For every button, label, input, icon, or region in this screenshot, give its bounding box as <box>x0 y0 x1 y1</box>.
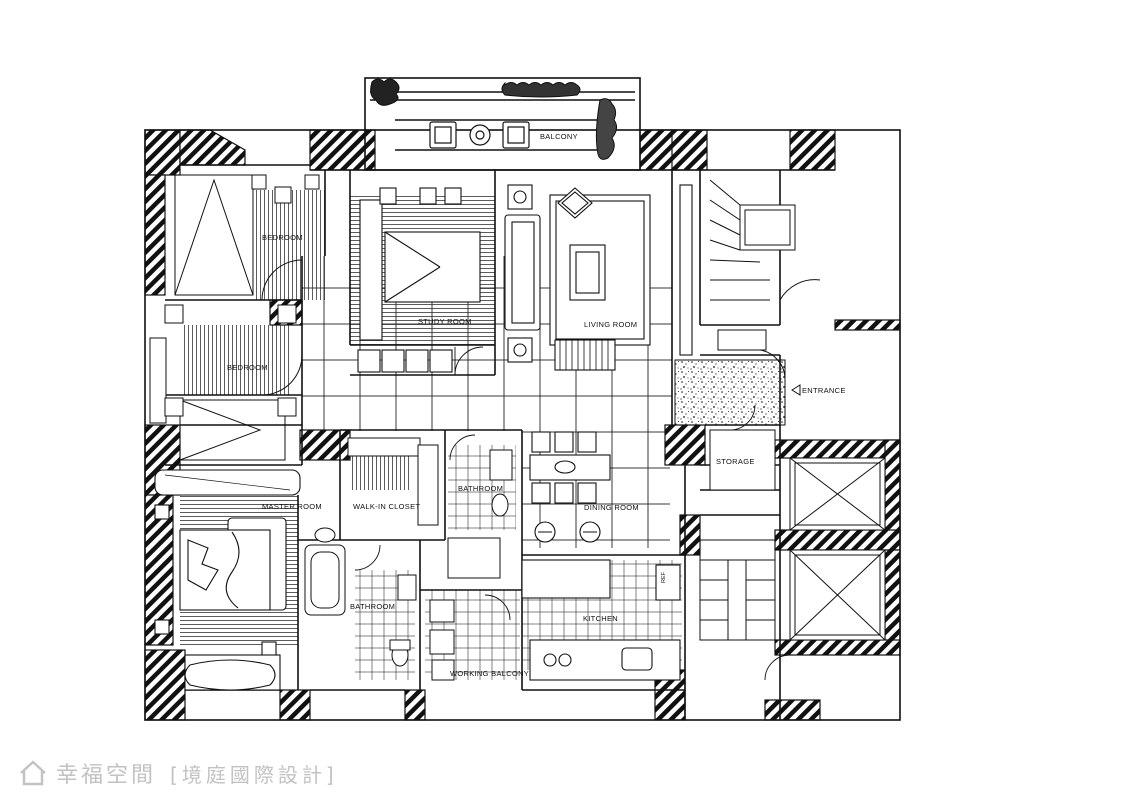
watermark-designer: [境庭國際設計] <box>170 762 338 787</box>
dining-furniture <box>529 431 611 543</box>
balcony-plants <box>370 78 618 160</box>
living-rug-lines <box>559 340 609 370</box>
label-entrance: ENTRANCE <box>802 386 846 395</box>
kitchen-furniture <box>521 559 681 681</box>
watermark: 幸福空間 [境庭國際設計] <box>18 756 338 790</box>
label-study-room: STUDY ROOM <box>418 317 472 326</box>
bedroom-1-furniture <box>174 174 320 296</box>
label-living-room: LIVING ROOM <box>584 320 637 329</box>
label-bedroom-2: BEDROOM <box>227 363 268 372</box>
study-room-furniture <box>357 187 481 373</box>
closet-bath-fixtures <box>304 437 513 681</box>
watermark-brand: 幸福空間 <box>56 763 157 788</box>
structural-walls <box>144 129 901 721</box>
label-balcony: BALCONY <box>540 132 578 141</box>
bedroom-2-floor <box>182 325 292 395</box>
entrance-floor <box>674 359 786 426</box>
label-storage: STORAGE <box>716 457 755 466</box>
label-working-balcony: WORKING BALCONY <box>450 669 529 678</box>
bedroom-2-furniture <box>149 259 303 461</box>
label-bedroom-1: BEDROOM <box>262 233 303 242</box>
master-room-furniture <box>154 469 301 691</box>
door-swings <box>354 346 791 681</box>
label-dining-room: DINING ROOM <box>584 503 639 512</box>
label-master-room: MASTER ROOM <box>262 502 322 511</box>
watermark-house-logo-icon <box>20 760 46 786</box>
living-room-furniture <box>504 184 693 371</box>
stairs-elevators <box>699 179 886 641</box>
label-kitchen: KITCHEN <box>583 614 618 623</box>
label-bathroom-2: BATHROOM <box>350 602 395 611</box>
label-bathroom-1: BATHROOM <box>458 484 503 493</box>
label-ref: REF <box>661 571 667 583</box>
balcony-furniture <box>429 121 530 149</box>
label-walk-in-closet: WALK-IN CLOSET <box>353 502 420 511</box>
entrance-arrow-icon <box>791 384 801 396</box>
